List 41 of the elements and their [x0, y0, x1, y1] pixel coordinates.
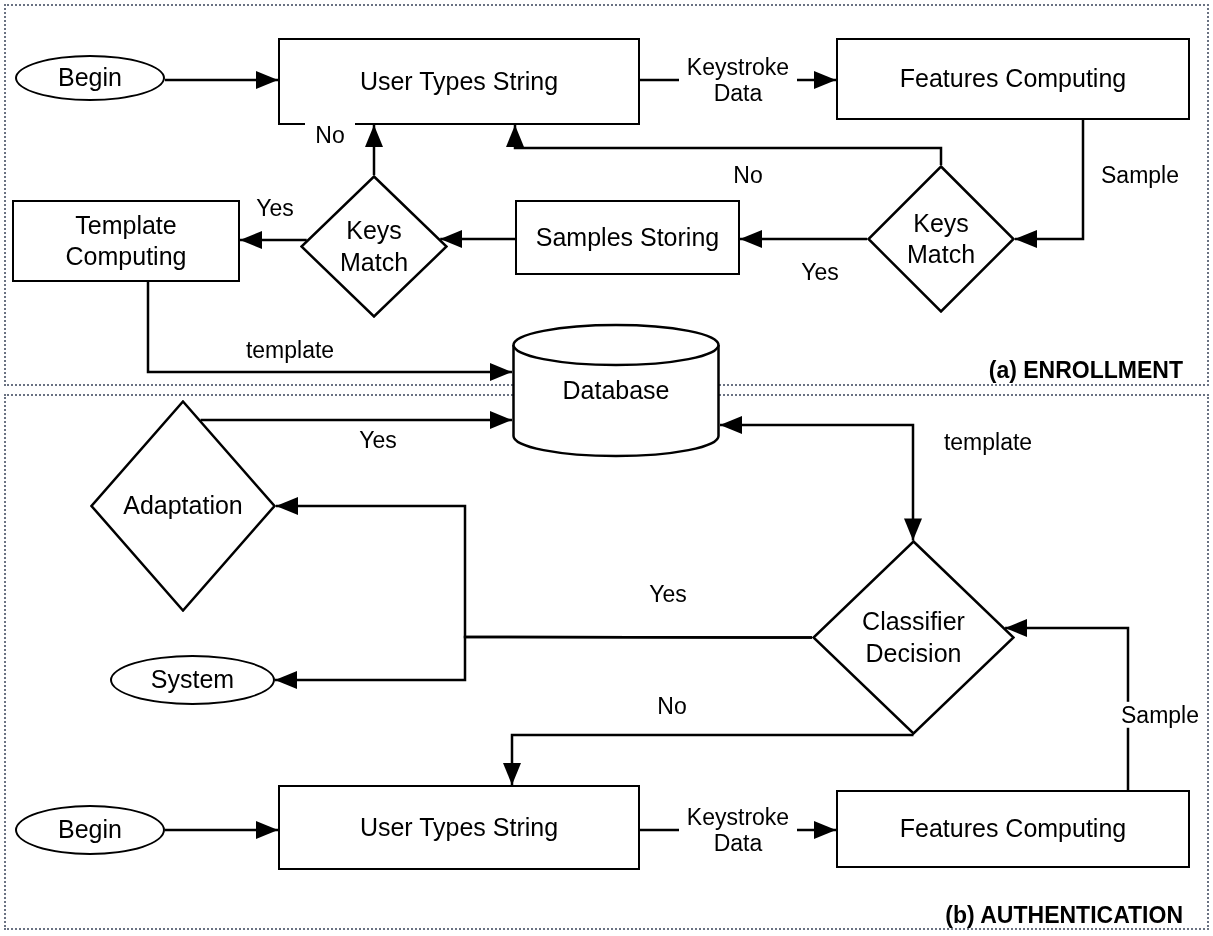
- process-box: [12, 200, 240, 282]
- arrow: [240, 231, 307, 249]
- arrow: [1015, 120, 1085, 248]
- arrow: [365, 125, 383, 175]
- arrow: [146, 282, 512, 381]
- decision-diamond: [812, 540, 1015, 735]
- arrow: [275, 635, 812, 689]
- node-text: Features Computing: [899, 63, 1127, 95]
- arrow: [165, 821, 278, 839]
- node-text: Features Computing: [899, 813, 1127, 845]
- node-text: Samples Storing: [535, 221, 720, 253]
- arrow: [503, 733, 915, 785]
- process-box: [836, 38, 1190, 120]
- decision-diamond: [867, 165, 1015, 313]
- arrow: [165, 71, 278, 89]
- arrow: [200, 411, 512, 429]
- process-box: [515, 200, 740, 275]
- double-arrow: [720, 416, 922, 541]
- section-label: (a) ENROLLMENT: [988, 356, 1183, 385]
- database-cylinder: [512, 323, 720, 458]
- arrow: [1005, 619, 1130, 790]
- node-text: Keys Match: [338, 215, 410, 278]
- node-text: Database: [562, 375, 670, 406]
- section-label: (b) AUTHENTICATION: [945, 901, 1183, 930]
- node-text: Begin: [58, 814, 122, 846]
- process-box: [278, 38, 640, 125]
- arrow: [440, 230, 515, 248]
- node-text: Keys Match: [905, 207, 977, 270]
- arrow: [506, 125, 943, 165]
- node-text: System: [150, 664, 235, 696]
- process-box: [278, 785, 640, 870]
- node-text: Template Computing: [64, 209, 188, 272]
- node-text: Adaptation: [123, 490, 243, 522]
- node-text: Begin: [58, 62, 122, 94]
- node-text: Classifier Decision: [861, 606, 966, 669]
- process-box: [836, 790, 1190, 868]
- node-text: User Types String: [359, 65, 559, 97]
- decision-diamond: [90, 400, 276, 612]
- decision-diamond: [300, 175, 448, 318]
- node-text: User Types String: [359, 811, 559, 843]
- arrow: [740, 230, 867, 248]
